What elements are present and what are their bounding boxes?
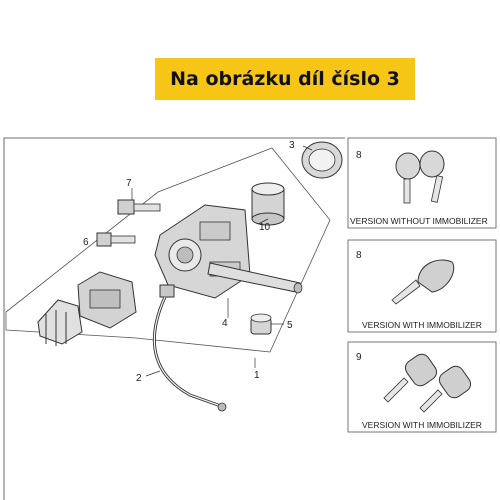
- part-3-cap: [301, 141, 343, 179]
- callout-5: 5: [287, 320, 293, 331]
- panel-1-caption: VERSION WITHOUT IMMOBILIZER: [350, 216, 488, 226]
- panel-3-caption: VERSION WITH IMMOBILIZER: [362, 420, 482, 430]
- callout-3: 3: [289, 140, 295, 151]
- banner: Na obrázku díl číslo 3: [155, 58, 415, 100]
- panel-keys-without-immobilizer: [347, 137, 497, 229]
- panel-1-number: 8: [356, 150, 362, 161]
- panel-2-caption: VERSION WITH IMMOBILIZER: [362, 320, 482, 330]
- mechanical-key-icon: [395, 150, 445, 204]
- part-6-bolt: [96, 232, 136, 247]
- part-10-sleeve: [251, 182, 285, 226]
- panel-key-with-immobilizer: [347, 239, 497, 333]
- callout-2: 2: [136, 373, 142, 384]
- remote-key-icon: [383, 353, 472, 413]
- connector-housing: [77, 271, 137, 329]
- callout-4: 4: [222, 318, 228, 329]
- part-7-bolt: [117, 199, 161, 215]
- contact-plate: [37, 299, 83, 346]
- panel-2-number: 8: [356, 250, 362, 261]
- callout-7: 7: [126, 178, 132, 189]
- main-frame: [3, 137, 345, 500]
- immobilizer-key-icon: [391, 259, 455, 305]
- callout-6: 6: [83, 237, 89, 248]
- part-2-cable: [152, 284, 227, 412]
- callout-1: 1: [254, 370, 260, 381]
- part-4-lock-body: [154, 204, 303, 299]
- part-5-plug: [250, 313, 272, 335]
- panel-3-number: 9: [356, 352, 362, 363]
- callout-10: 10: [259, 222, 271, 233]
